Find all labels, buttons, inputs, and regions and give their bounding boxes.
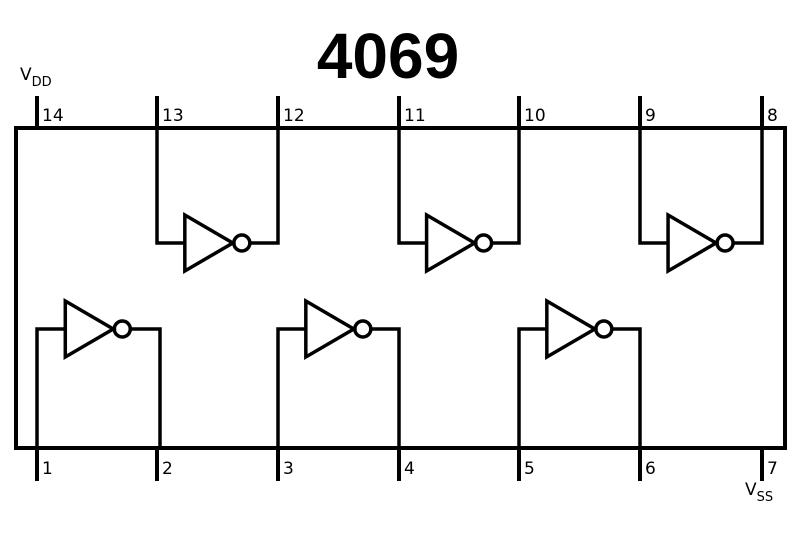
inverter-gate-6 (517, 297, 642, 448)
pin-6-label: 6 (645, 459, 656, 479)
inverter-gate-3 (638, 128, 764, 275)
inverter-gate-1 (155, 128, 280, 275)
chip-title: 4069 (317, 20, 459, 92)
inverter-triangle (545, 297, 599, 361)
pin-2-label: 2 (162, 459, 173, 479)
pin-4-label: 4 (404, 459, 415, 479)
vss-label: VSS (745, 480, 773, 505)
output-wire (130, 327, 162, 448)
inverter-triangle (304, 297, 358, 361)
inverter-gate-2 (397, 128, 521, 275)
output-wire (370, 327, 401, 448)
pin-12-label: 12 (283, 106, 305, 126)
pin-14-label: 14 (42, 106, 64, 126)
pin-1-label: 1 (42, 459, 53, 479)
input-wire (276, 327, 306, 448)
output-wire (491, 128, 521, 245)
input-wire (35, 327, 66, 448)
pin-11-label: 11 (404, 106, 426, 126)
output-wire (611, 327, 642, 448)
pin-10-label: 10 (524, 106, 546, 126)
pin-9-label: 9 (645, 106, 656, 126)
inverter-triangle (63, 297, 117, 361)
inverter-gate-4 (35, 297, 162, 448)
pin-13-label: 13 (162, 106, 184, 126)
input-wire (638, 128, 669, 245)
pin-5-label: 5 (524, 459, 535, 479)
inverter-gate-5 (276, 297, 401, 448)
inverter-triangle (424, 211, 479, 275)
input-wire (517, 327, 547, 448)
inverter-triangle (183, 211, 237, 275)
output-wire (249, 128, 280, 245)
pin-7-label: 7 (767, 459, 778, 479)
vdd-label: VDD (20, 65, 52, 90)
input-wire (397, 128, 427, 245)
pin-8-label: 8 (767, 106, 778, 126)
output-wire (733, 128, 764, 245)
inverter-triangle (666, 211, 720, 275)
pin-3-label: 3 (283, 459, 294, 479)
input-wire (155, 128, 185, 245)
